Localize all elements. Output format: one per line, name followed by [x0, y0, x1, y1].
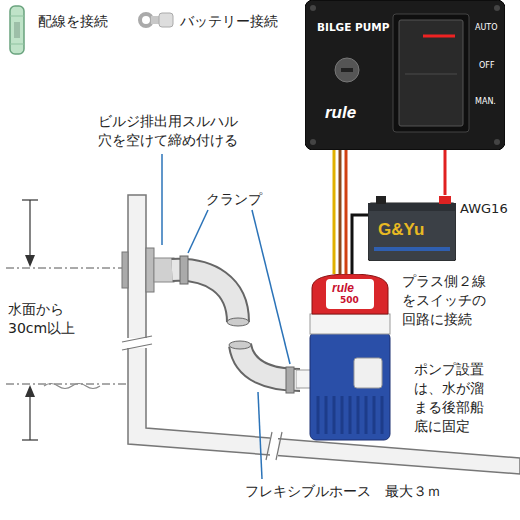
switch-position: OFF	[479, 62, 495, 71]
fuse-slot	[341, 68, 353, 72]
thru-hull-flange	[122, 252, 128, 288]
wire-strand	[345, 150, 348, 274]
pump-collar	[310, 314, 390, 334]
hose-end	[229, 341, 251, 349]
pump-clip	[354, 358, 382, 388]
rocker-groove	[405, 73, 457, 75]
pump-grill	[357, 396, 360, 434]
ring-terminal-barrel	[159, 13, 173, 27]
dimension-label: 水面から 30cm以上	[6, 300, 77, 338]
dimension-arrowhead	[25, 255, 35, 267]
positive-wire	[444, 150, 447, 195]
water-surface	[44, 384, 100, 389]
leader-line	[188, 210, 208, 253]
brand-logo: rule	[325, 104, 356, 123]
panel-screw	[310, 139, 316, 145]
dimension-arrow	[29, 200, 30, 258]
wire-strand	[333, 150, 336, 274]
pump-grill	[317, 396, 320, 434]
negative-terminal	[376, 196, 386, 204]
butt-connector-core	[14, 22, 20, 38]
brand-logo: rule	[332, 282, 354, 295]
negative-wire	[352, 215, 368, 274]
indicator-light	[423, 35, 455, 38]
icon-caption: 配線を接続	[36, 12, 110, 31]
callout-note: フレキシブルホース 最大３ｍ	[243, 482, 443, 501]
brand-logo: G&Yu	[378, 221, 424, 240]
switch-position: MAN.	[475, 98, 496, 107]
rocker-bezel	[393, 14, 469, 132]
pump-grill	[373, 396, 376, 434]
panel-screw	[494, 5, 500, 11]
rocker-switch	[399, 20, 463, 126]
floor-break-mark	[276, 432, 282, 460]
wall-break-mark	[122, 336, 152, 342]
butt-connector-band	[10, 16, 24, 17]
callout-note: プラス側２線 をスイッチの 回路に接続	[400, 272, 494, 329]
callout-note: ポンプ設置 は、水が溜 まる後部船 底に固定	[412, 360, 492, 436]
bilge-pump: rule500	[296, 274, 392, 442]
hull-section	[128, 195, 520, 474]
butt-connector-band	[10, 44, 24, 45]
thru-hull-tube	[154, 258, 174, 282]
pump-capacity: 500	[340, 296, 359, 306]
panel-screw	[310, 5, 316, 11]
pump-base	[310, 332, 390, 440]
battery-case	[368, 203, 456, 261]
switch-panel: BILGE PUMP AUTO OFF MAN. rule	[305, 0, 505, 150]
pump-grill	[333, 396, 336, 434]
dimension-arrow	[29, 394, 30, 440]
pump-grill	[349, 396, 352, 434]
ring-terminal-icon	[140, 14, 152, 26]
wire-gauge: AWG16	[458, 200, 510, 218]
hose-clamp	[286, 367, 294, 393]
wall-break-mark	[122, 344, 152, 350]
dimension-line	[6, 268, 126, 269]
battery-lid	[368, 203, 456, 211]
thru-hull-nut	[146, 248, 154, 292]
pump-grill	[341, 396, 344, 434]
switch-position: AUTO	[475, 24, 498, 33]
callout-note: ビルジ排出用スルハル 穴を空けて締め付ける	[96, 112, 246, 150]
butt-connector-icon	[10, 6, 24, 54]
pump-label	[326, 279, 374, 309]
panel-title: BILGE PUMP	[317, 22, 389, 34]
floor-break-mark	[266, 432, 272, 460]
icon-caption: バッテリー接続	[178, 12, 280, 31]
dimension-arrowhead	[25, 385, 35, 397]
positive-terminal	[439, 196, 451, 204]
panel-screw	[494, 139, 500, 145]
leader-line	[252, 210, 290, 364]
part-name: クランプ	[204, 190, 264, 209]
pump-grill	[365, 396, 368, 434]
panel-body	[305, 0, 505, 150]
battery: G&Yu	[368, 195, 456, 261]
pump-grill	[325, 396, 328, 434]
leader-line	[161, 154, 163, 245]
dimension-line	[6, 384, 126, 385]
battery-stripe	[374, 247, 450, 251]
hose-clamp	[180, 256, 188, 284]
pump-grill	[381, 396, 384, 434]
pump-cap	[312, 274, 388, 314]
fuse-holder	[335, 58, 359, 82]
pump-wire	[339, 150, 342, 274]
hose-end	[227, 318, 249, 326]
leader-line	[258, 392, 262, 479]
